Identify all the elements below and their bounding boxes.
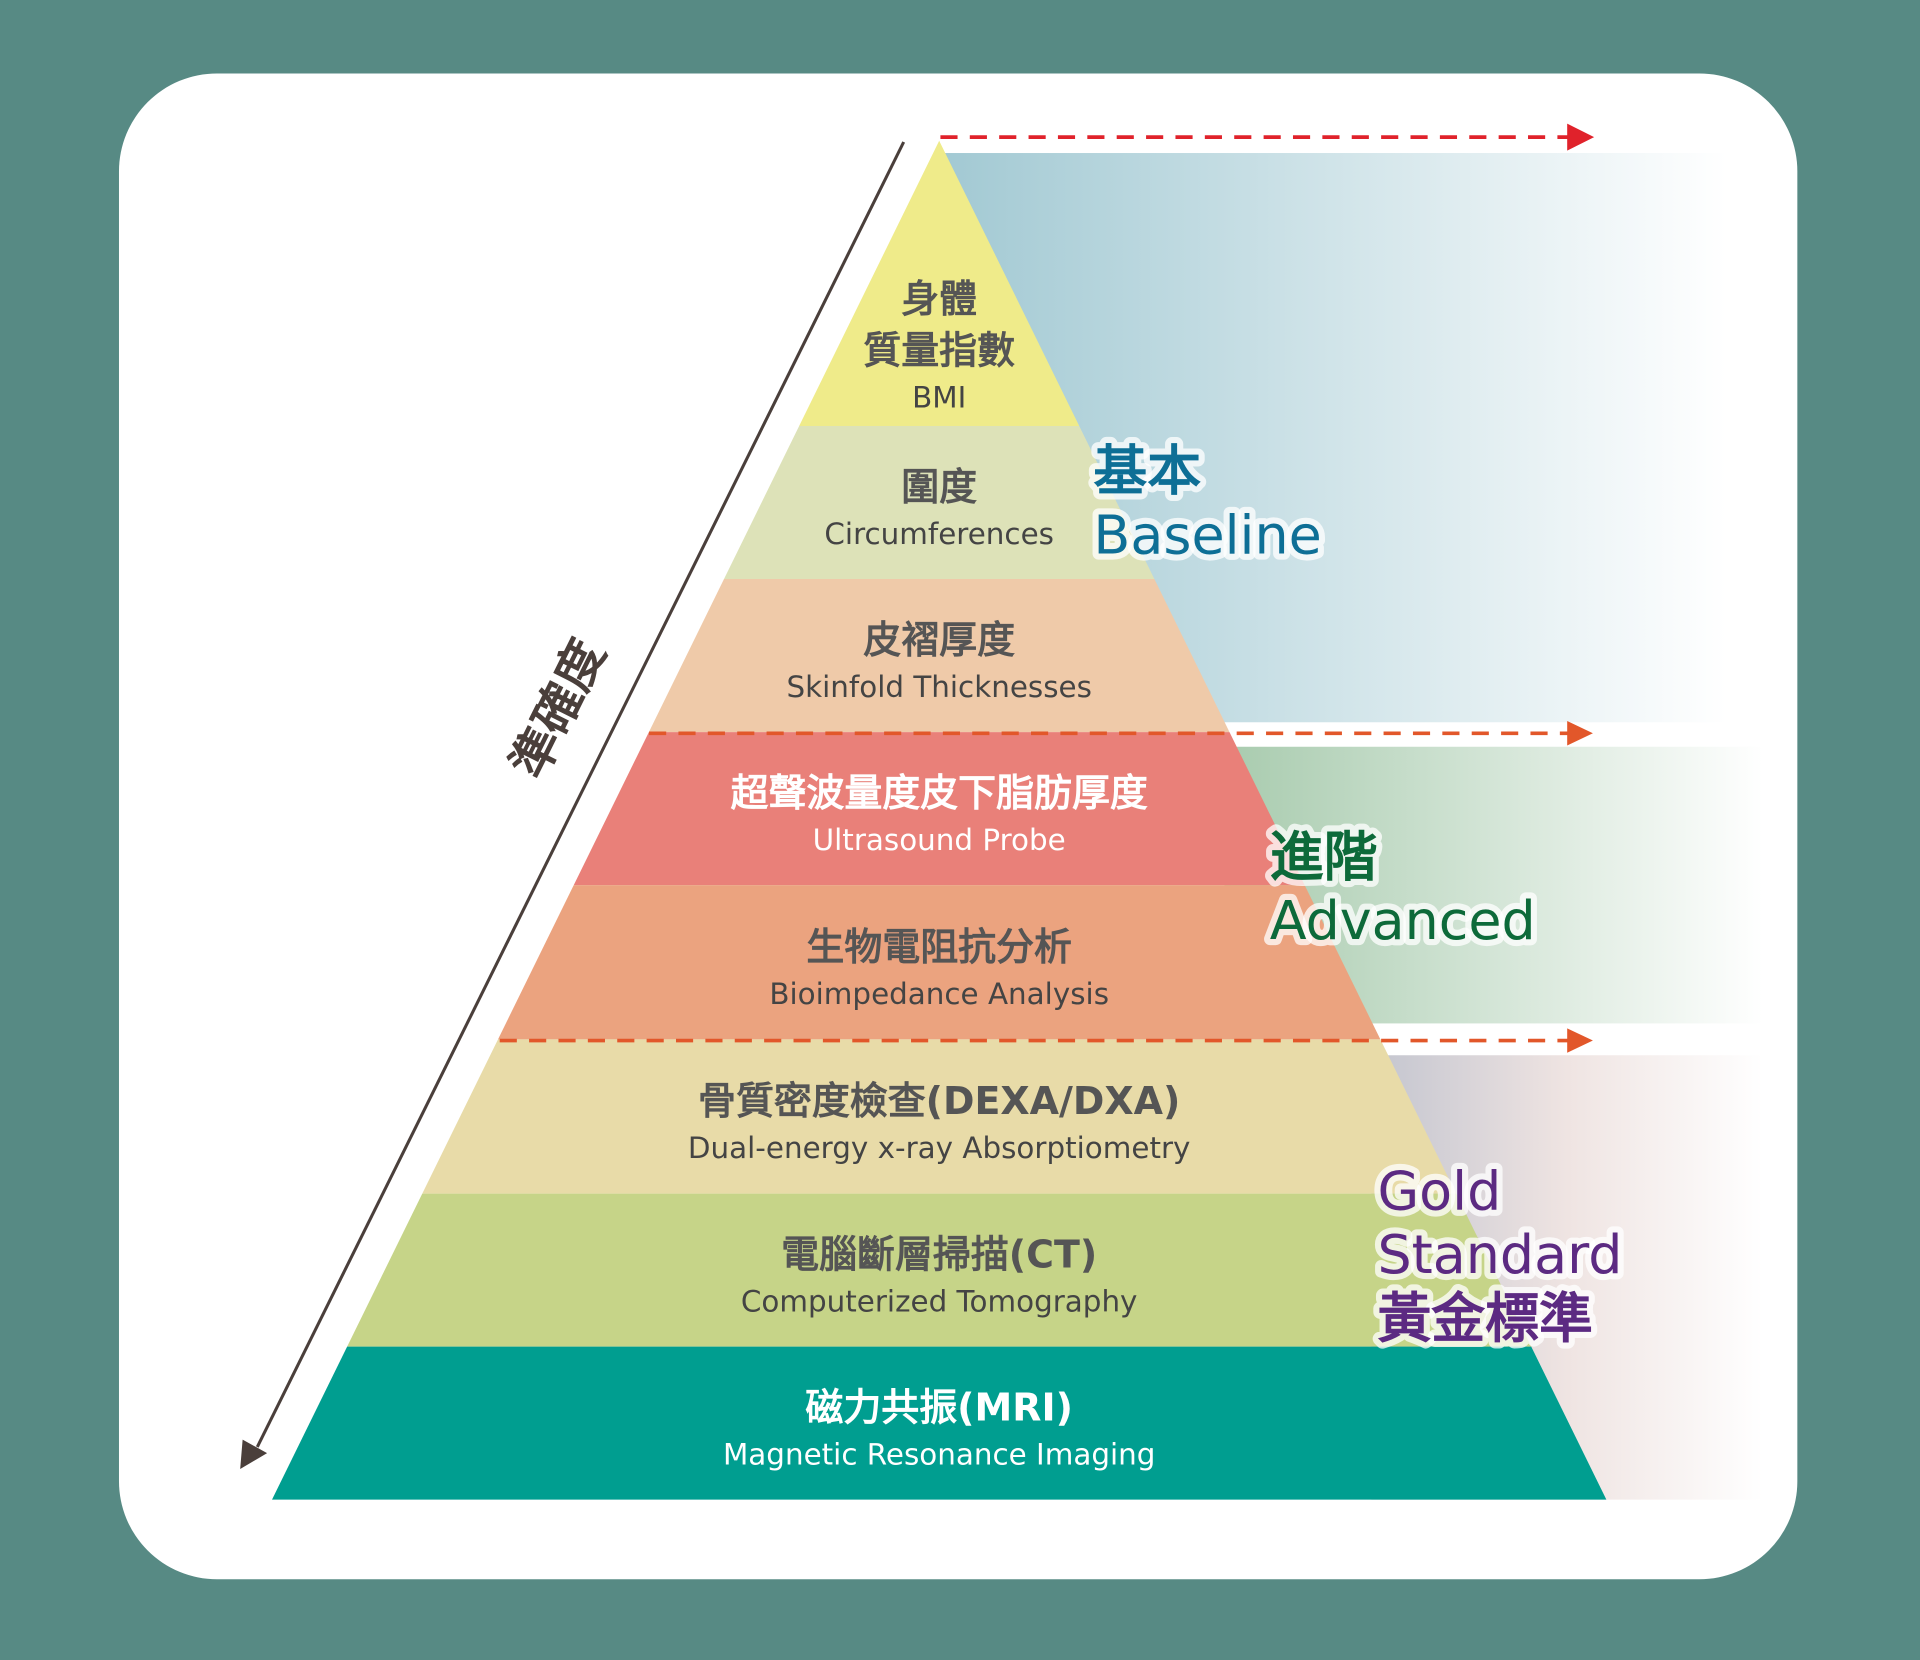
pyramid-band [724, 426, 1155, 580]
accuracy-axis-line [255, 141, 906, 1448]
pyramid-level: 圍度 Circumferences [724, 426, 1155, 580]
pyramid-level: 超聲波量度皮下脂肪厚度 Ultrasound Probe [573, 732, 1305, 886]
level-name-zh: 磁力共振(MRI) [805, 1386, 1073, 1430]
pyramid-band [498, 885, 1381, 1040]
pyramid-band [573, 732, 1305, 886]
pyramid-band [799, 140, 1080, 427]
pyramid-band [422, 1039, 1457, 1194]
pyramid-level: 磁力共振(MRI) Magnetic Resonance Imaging [272, 1346, 1607, 1500]
level-name-zh: 皮褶厚度 [863, 618, 1015, 662]
pyramid-band [272, 1346, 1607, 1500]
pyramid-level: 皮褶厚度 Skinfold Thicknesses [648, 579, 1230, 733]
level-name-zh: 骨質密度檢查(DEXA/DXA) [698, 1079, 1180, 1123]
tier-label: Baseline [1093, 503, 1321, 566]
level-name-zh: 身體 [901, 277, 977, 321]
pyramid-band [648, 579, 1230, 733]
level-name-zh: 圍度 [901, 465, 977, 509]
tier-label: Advanced [1270, 889, 1536, 952]
tier-label: Standard [1377, 1223, 1622, 1286]
tier-label: 黃金標準 [1377, 1287, 1592, 1350]
arrow-right-icon [1567, 721, 1593, 746]
arrow-right-icon [1567, 1028, 1593, 1053]
tier-label: 基本 [1093, 440, 1201, 503]
pyramid-level: 電腦斷層掃描(CT) Computerized Tomography [347, 1193, 1532, 1347]
level-name-zh: 質量指數 [863, 329, 1015, 373]
tier-label: Gold [1377, 1159, 1501, 1222]
level-name-en: Dual-energy x-ray Absorptiometry [688, 1131, 1191, 1165]
level-name-en: Magnetic Resonance Imaging [723, 1438, 1155, 1472]
level-name-en: Computerized Tomography [741, 1285, 1138, 1319]
level-name-zh: 生物電阻抗分析 [806, 925, 1072, 969]
level-name-en: Ultrasound Probe [813, 823, 1066, 857]
arrow-down-left-icon [240, 1439, 268, 1470]
level-name-en: BMI [912, 381, 966, 415]
pyramid-level: 生物電阻抗分析 Bioimpedance Analysis [498, 885, 1381, 1040]
tier-arrows [499, 123, 1595, 1053]
tier-label: 進階 [1270, 825, 1378, 888]
level-name-en: Bioimpedance Analysis [769, 977, 1109, 1011]
pyramid-band [347, 1193, 1532, 1347]
arrow-right-icon [1567, 123, 1595, 151]
level-name-zh: 超聲波量度皮下脂肪厚度 [731, 771, 1148, 815]
level-name-zh: 電腦斷層掃描(CT) [781, 1233, 1097, 1277]
level-name-en: Skinfold Thicknesses [786, 670, 1091, 704]
pyramid-level: 骨質密度檢查(DEXA/DXA) Dual-energy x-ray Absorp… [422, 1039, 1457, 1194]
level-name-en: Circumferences [824, 517, 1054, 551]
